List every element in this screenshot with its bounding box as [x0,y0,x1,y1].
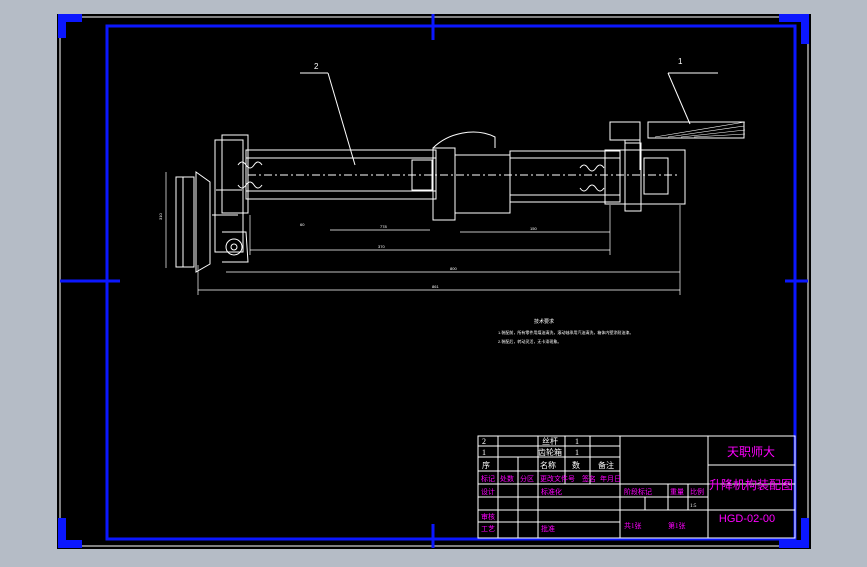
dimension-value: 310 [158,213,163,220]
revision-label: 年月日 [600,474,621,483]
signature-label-standard: 标准化 [541,487,562,496]
revision-label: 更改文件号 [540,474,575,483]
part-number: 1 [482,448,486,457]
lead-screw [237,159,680,192]
sheet-number: 第1张 [668,521,686,530]
dimension-value: 150 [530,226,537,231]
part-qty: 1 [575,448,579,457]
assembly-drawing [165,72,746,295]
company-name: 天职师大 [727,445,775,459]
signature-label-design: 设计 [481,487,495,496]
balloon-number: 2 [314,62,319,71]
crank-handle [647,121,746,139]
header-qty: 数 [572,460,580,470]
dimension-value: 778 [380,224,387,229]
weight-label: 重量 [670,488,684,496]
balloon-leaders [300,72,718,166]
header-no: 序 [482,460,490,470]
note-line: 2.装配后，转动灵活，无卡滞现象。 [498,338,561,344]
signature-label-approve: 批准 [541,524,555,533]
sheet-total: 共1张 [624,521,642,530]
title-block: 2 丝杆 1 1 齿轮箱 1 序 名称 数 备注 标记 处数 分区 更改文件号 … [477,435,796,539]
revision-label: 签名 [582,474,596,483]
drawing-sheet [57,14,811,549]
signature-label-check: 审核 [481,512,495,521]
parts-header: 序 名称 数 备注 [482,460,614,470]
signature-label-process: 工艺 [481,525,495,533]
frame-centre-marks [60,14,808,548]
stage-label: 阶段标记 [624,487,652,496]
technical-notes: 技术要求 1.装配前，所有零件用煤油清洗，滚动轴承用汽油清洗，箱体内壁涂耐油漆。… [498,318,633,344]
drawing-frame [58,14,809,548]
dimension-lines [165,172,681,295]
note-line: 1.装配前，所有零件用煤油清洗，滚动轴承用汽油清洗，箱体内壁涂耐油漆。 [498,329,633,335]
part-name: 齿轮箱 [538,447,562,457]
part-name: 丝杆 [542,436,558,446]
base-mount [175,139,249,273]
revision-label: 处数 [500,474,514,483]
dimension-value: 370 [378,244,385,249]
drawing-number: HGD-02-00 [719,513,775,525]
frame-corner-marks [58,14,809,548]
table-row: 2 丝杆 1 [482,436,579,446]
dimension-value: 861 [432,284,439,289]
parts-list: 2 丝杆 1 1 齿轮箱 1 序 名称 数 备注 [482,436,614,470]
dimension-value: 60 [300,222,305,227]
balloon-number: 1 [678,57,683,66]
title-block-grid [477,435,796,539]
scale-label: 比例 [690,487,704,496]
header-name: 名称 [540,460,556,470]
signature-labels: 设计 标准化 审核 工艺 批准 阶段标记 重量 比例 共1张 第1张 [481,487,704,533]
revision-label: 标记 [481,474,495,483]
part-number: 2 [482,437,486,446]
dimension-value: 800 [450,266,457,271]
table-row: 1 齿轮箱 1 [482,447,579,457]
scale-value: 1:5 [690,504,697,509]
drawing-title: 升降机构装配图 [709,477,793,492]
dimension-values: 861 800 370 150 778 60 310 [158,213,537,289]
part-qty: 1 [575,437,579,446]
revision-row: 标记 处数 分区 更改文件号 签名 年月日 [481,474,621,483]
notes-title: 技术要求 [534,318,554,325]
header-remark: 备注 [598,460,614,470]
revision-label: 分区 [520,474,534,483]
